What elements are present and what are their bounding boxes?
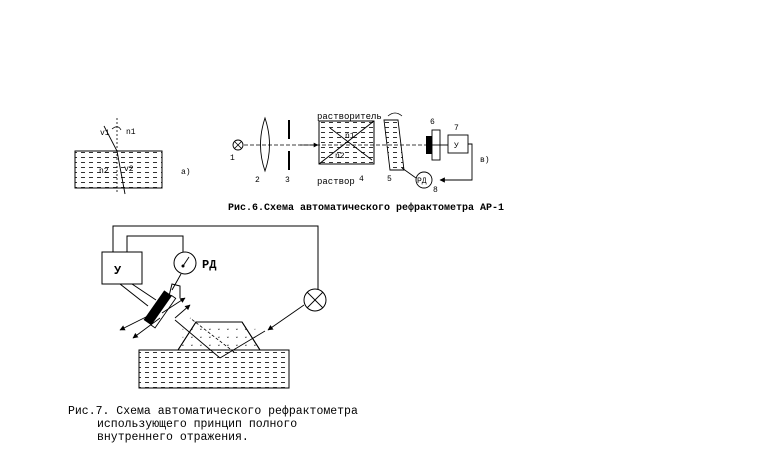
label-v2: v2 xyxy=(124,165,134,174)
label-n1-b: n1 xyxy=(345,132,355,141)
label-a: а) xyxy=(181,168,191,177)
liquid-container-7 xyxy=(138,349,290,389)
amplifier-label-7: У xyxy=(114,264,122,278)
label-n2: n2 xyxy=(99,167,109,176)
num-8: 8 xyxy=(433,186,438,195)
figure-7-tir-refractometer: У РД xyxy=(101,225,327,389)
rotating-plate xyxy=(383,119,405,171)
ray-in xyxy=(219,330,266,359)
amplifier-7 xyxy=(101,251,143,285)
ray-reflected xyxy=(174,319,221,359)
caption-fig7-line2: использующего принцип полного xyxy=(97,418,297,431)
caption-fig6: Рис.6.Схема автоматического рефрактометр… xyxy=(228,201,504,214)
detector-head xyxy=(143,290,172,326)
caption-fig7-line3: внутреннего отражения. xyxy=(97,431,249,444)
figure-a-refraction: v1 n1 n2 v2 а) xyxy=(74,118,191,195)
label-n1: n1 xyxy=(126,128,136,137)
caption-fig7-line1: Рис.7. Схема автоматического рефрактомет… xyxy=(68,405,358,418)
label-solution: раствор xyxy=(317,177,355,187)
arrow-out-2 xyxy=(132,317,161,339)
amplifier-label-b: У xyxy=(454,142,459,151)
num-5: 5 xyxy=(387,175,392,184)
rd-label-7: РД xyxy=(202,258,217,272)
wire-amp-rd xyxy=(126,235,184,252)
num-6: 6 xyxy=(430,118,435,127)
figure-b-refractometer: 1 2 3 растворитель n1 n2 раствор 4 5 6 У… xyxy=(230,112,490,195)
label-b: в) xyxy=(480,156,490,165)
liquid-vessel-a xyxy=(74,150,163,189)
label-v1: v1 xyxy=(100,129,110,138)
motor-rd-b xyxy=(415,171,433,189)
photocell-6 xyxy=(426,136,432,154)
lens xyxy=(260,116,270,173)
label-n2-b: n2 xyxy=(335,152,345,161)
arrow-out-1 xyxy=(119,314,151,331)
num-2: 2 xyxy=(255,176,260,185)
label-solvent: растворитель xyxy=(317,112,382,122)
num-1: 1 xyxy=(230,154,235,163)
num-4: 4 xyxy=(359,175,364,184)
num-3: 3 xyxy=(285,176,290,185)
lamp-icon xyxy=(232,139,244,151)
cuvette-divider xyxy=(318,120,375,165)
wire-amp-lamp xyxy=(112,225,319,290)
refracted-ray-a xyxy=(116,150,126,195)
rd-label-b: РД xyxy=(417,177,427,186)
incident-ray-a xyxy=(103,125,118,152)
num-7: 7 xyxy=(454,124,459,133)
lamp-ray xyxy=(267,304,305,331)
